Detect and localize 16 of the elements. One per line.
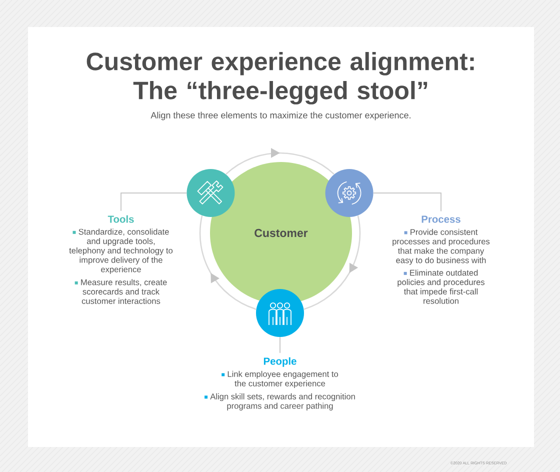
- bullet-text: Link employee engagement to the customer experience: [222, 370, 338, 388]
- leader-line: [120, 192, 188, 212]
- bullet-text: Measure results, create scorecards and track customer interactions: [74, 279, 167, 304]
- heading: Process: [422, 216, 460, 223]
- heading: People: [264, 357, 296, 367]
- bullet-text: Align skill sets, rewards and recognition programs and career pathing: [204, 393, 355, 410]
- bullet-text: Standardize, consolidate and upgrade tools, telephony and technology to improve delivery of the experience: [69, 228, 173, 274]
- title: Customer experience alignment: The “three-legged stool”: [86, 52, 474, 104]
- subtitle: Align these three elements to maximize the customer experience.: [150, 112, 410, 120]
- cycle-arrow: [226, 148, 334, 175]
- heading: Tools: [108, 215, 134, 223]
- bullet-text: Eliminate outdated policies and procedures that impede first-call resolution: [398, 270, 484, 304]
- cycle-arrow: [304, 216, 361, 310]
- cycle-arrow: [199, 216, 256, 310]
- leader-line: [372, 192, 442, 212]
- bullet-text: Provide consistent processes and procedures that make the company easy to do business with: [392, 228, 490, 265]
